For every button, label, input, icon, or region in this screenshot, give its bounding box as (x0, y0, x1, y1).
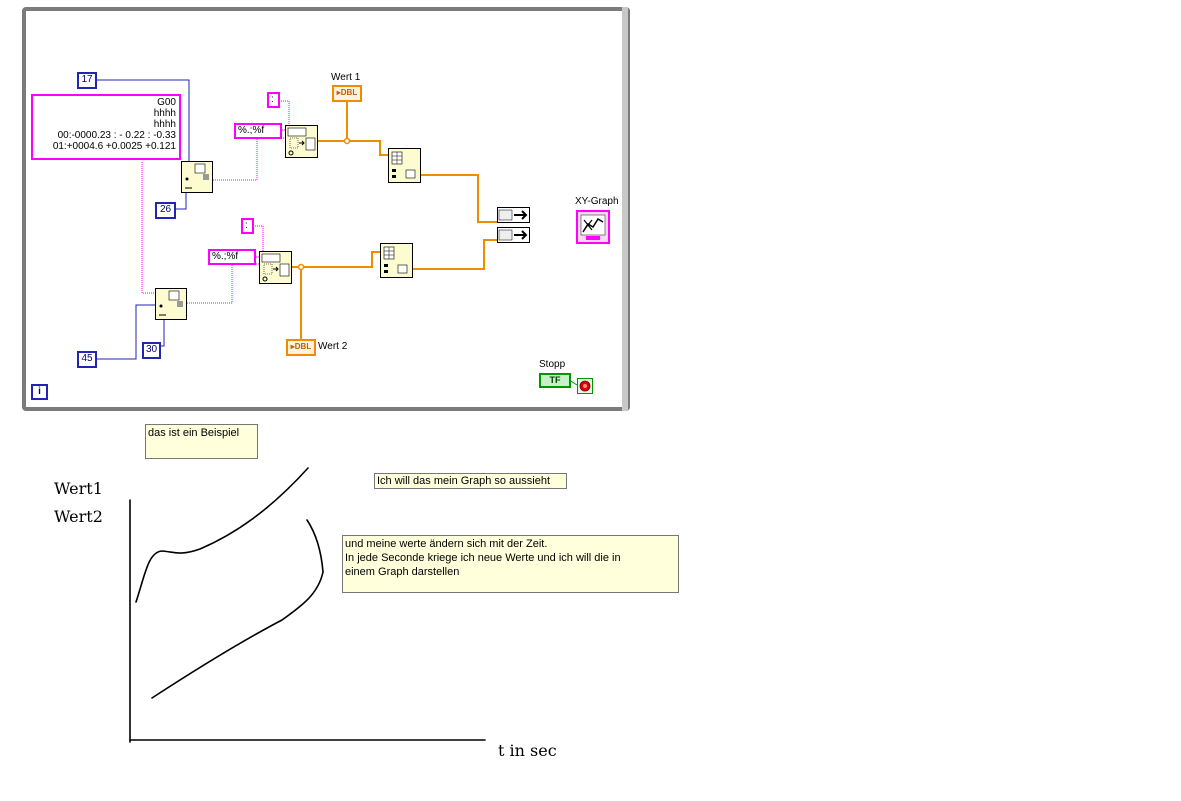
loop-condition-terminal[interactable] (577, 378, 593, 394)
bundle-icon (498, 229, 528, 241)
array-index-icon (391, 151, 416, 179)
numeric-constant-45[interactable]: 45 (77, 351, 97, 368)
sketch-curve-wert1 (135, 467, 309, 603)
split-string-icon (185, 163, 209, 189)
xy-graph-terminal[interactable] (576, 210, 610, 244)
string-line-5: 01:+0004.6 +0.0025 +0.121 (52, 141, 176, 152)
bundle-icon (498, 209, 528, 221)
frame-scroll-edge (622, 7, 628, 411)
wire-dbl-bottom (291, 251, 380, 268)
dbl-badge-text: DBL (294, 342, 312, 351)
wire-26 (174, 190, 187, 210)
wire-bundle-bottom (411, 239, 497, 270)
split-string-icon (159, 290, 183, 316)
spreadsheet-to-array-icon (261, 253, 290, 282)
note-line-1: und meine werte ändern sich mit der Zeit… (345, 538, 548, 550)
array-node-top[interactable] (388, 148, 421, 183)
stopp-terminal[interactable]: TF (539, 373, 571, 388)
wert2-indicator[interactable]: ▸DBL (286, 339, 316, 356)
spreadsheet-to-array-node-top[interactable] (285, 125, 318, 158)
sketch-curve-wert2 (151, 519, 324, 699)
array-index-icon (383, 246, 408, 274)
iteration-terminal: i (31, 384, 48, 400)
string-line-2: hhhh (153, 108, 176, 119)
sketch-ylabel-wert1: Wert1 (54, 479, 103, 498)
string-indicator[interactable]: G00 hhhh hhhh 00:-0000.23 : - 0.22 : -0.… (31, 94, 181, 160)
delimiter-constant-bottom[interactable]: : (241, 218, 254, 234)
dbl-badge-text: DBL (340, 88, 358, 97)
while-loop-frame (22, 7, 630, 411)
wire-45 (95, 304, 155, 360)
bundle-node-bottom[interactable] (497, 227, 530, 243)
note-line-2: In jede Seconde kriege ich neue Werte un… (345, 552, 621, 564)
wert2-label: Wert 2 (318, 341, 348, 352)
numeric-constant-30[interactable]: 30 (142, 342, 161, 359)
delimiter-constant-top[interactable]: : (267, 92, 280, 108)
wire-bundle-top (420, 174, 497, 223)
xy-graph-label: XY-Graph (575, 196, 619, 207)
wert1-label: Wert 1 (331, 72, 361, 83)
bundle-node-top[interactable] (497, 207, 530, 223)
split-string-node-bottom[interactable] (155, 288, 187, 320)
sketch-ylabel-wert2: Wert2 (54, 507, 103, 526)
array-node-bottom[interactable] (380, 243, 413, 278)
wire-dbl-top (317, 140, 388, 156)
string-line-3: hhhh (153, 119, 176, 130)
wire-17 (95, 79, 190, 178)
wire-split-top (213, 137, 285, 181)
wire-string-bottom (141, 162, 155, 294)
wire-delim-bottom (255, 225, 264, 252)
wert1-indicator[interactable]: ▸DBL (332, 85, 362, 102)
string-line-1: G00 (157, 97, 176, 108)
xy-graph-icon (580, 214, 606, 240)
format-constant-top[interactable]: %.;%f (234, 123, 282, 139)
string-line-4: 00:-0000.23 : - 0.22 : -0.33 (57, 130, 176, 141)
note-wunsch: Ich will das mein Graph so aussieht (374, 473, 567, 489)
sketch-xlabel: t in sec (498, 741, 557, 760)
wire-split-bottom (187, 263, 259, 304)
format-constant-bottom[interactable]: %.;%f (208, 249, 256, 265)
note-line-3: einem Graph darstellen (345, 566, 460, 578)
note-beschreibung: und meine werte ändern sich mit der Zeit… (342, 535, 679, 593)
stopp-label: Stopp (539, 359, 566, 370)
note-beispiel: das ist ein Beispiel (145, 424, 258, 459)
split-string-node-top[interactable] (181, 161, 213, 193)
numeric-constant-26[interactable]: 26 (155, 202, 176, 219)
spreadsheet-to-array-node-bottom[interactable] (259, 251, 292, 284)
numeric-constant-17[interactable]: 17 (77, 72, 97, 89)
spreadsheet-to-array-icon (287, 127, 316, 156)
stop-condition-icon (579, 380, 591, 392)
